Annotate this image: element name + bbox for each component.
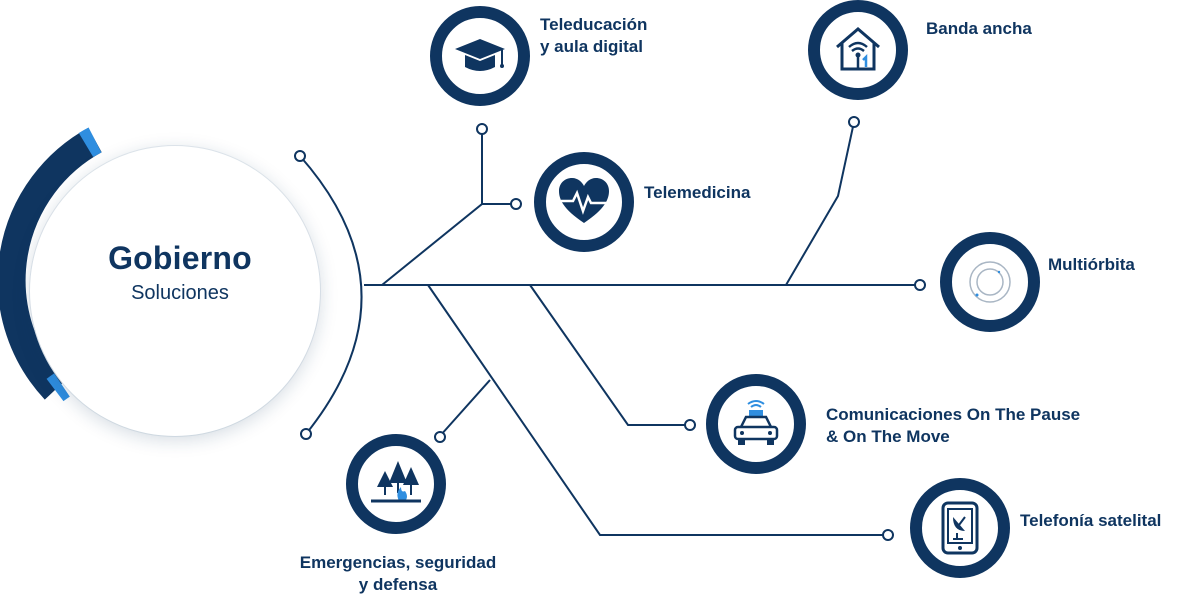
node-teleducacion (430, 6, 530, 106)
label-banda-ancha: Banda ancha (926, 19, 1032, 38)
dot-telefonia (882, 529, 894, 541)
dot-comunicaciones (684, 419, 696, 431)
house-wifi-icon (836, 27, 880, 71)
hub-ring-tip-bottom (46, 373, 70, 402)
dot-arc-top (294, 150, 306, 162)
dot-teleducacion (476, 123, 488, 135)
satellite-phone-icon (941, 501, 979, 555)
hub-title: Gobierno (108, 240, 252, 276)
dot-multiorbita (914, 279, 926, 291)
dot-arc-bottom (300, 428, 312, 440)
label-telefonia: Telefonía satelital (1020, 511, 1162, 530)
forest-fire-icon (371, 461, 421, 503)
branch-emergencias (439, 379, 491, 437)
label-multiorbita: Multiórbita (1048, 255, 1135, 274)
hub-thin-arc (299, 155, 363, 435)
hub-circle (30, 146, 320, 436)
label-teleducacion: Teleducación y aula digital (540, 15, 648, 56)
orbit-icon (969, 261, 1011, 303)
branch-comunicaciones (529, 284, 690, 426)
node-telefonia (910, 478, 1010, 578)
node-emergencias (346, 434, 446, 534)
heart-pulse-icon (559, 178, 609, 223)
node-comunicaciones (706, 374, 806, 474)
node-multiorbita (940, 232, 1040, 332)
car-antenna-icon (733, 400, 779, 445)
dot-telemedicina (510, 198, 522, 210)
hub-outer-ring (0, 127, 102, 400)
dot-emergencias (434, 431, 446, 443)
hub-ring-tip-top (78, 127, 102, 158)
label-telemedicina: Telemedicina (644, 183, 751, 202)
node-banda-ancha (808, 0, 908, 100)
branch-banda-ancha (785, 121, 855, 286)
label-comunicaciones: Comunicaciones On The Pause & On The Mov… (826, 405, 1081, 446)
graduation-cap-icon (455, 39, 505, 71)
dot-banda-ancha (848, 116, 860, 128)
hub-subtitle: Soluciones (131, 282, 229, 304)
branch-telefonia (427, 284, 888, 536)
label-emergencias: Emergencias, seguridad y defensa (299, 553, 497, 594)
node-telemedicina (534, 152, 634, 252)
branch-teleducacion (381, 130, 483, 286)
